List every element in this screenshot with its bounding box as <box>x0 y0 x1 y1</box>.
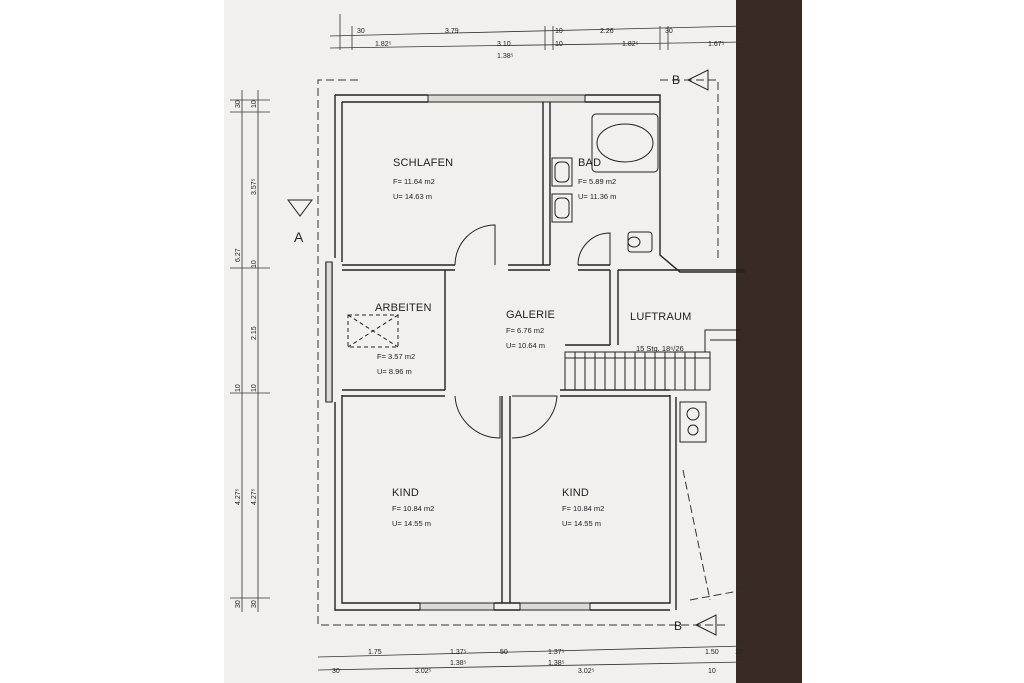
top-dim-10: 1.67⁵ <box>708 41 725 48</box>
room-galerie-name: GALERIE <box>506 309 555 321</box>
left-dim-6: 10 <box>251 100 258 108</box>
room-kind-left-perimeter: U= 14.55 m <box>392 519 431 528</box>
left-dim-3: 10 <box>235 384 242 392</box>
room-galerie-perimeter: U= 10.64 m <box>506 341 545 350</box>
top-dim-9: 1.82⁵ <box>622 41 639 48</box>
room-bad-name: BAD <box>578 157 601 169</box>
room-luftraum-name: LUFTRAUM <box>630 311 692 323</box>
stairs-note: 15 Stg. 18⁶/26 <box>636 344 684 353</box>
left-dimension-lines <box>230 90 270 612</box>
bottom-dim-7: 30 <box>332 668 340 675</box>
bath-fixtures <box>551 113 659 253</box>
bottom-dim-9: 1.38⁵ <box>450 660 467 667</box>
room-galerie-area: F= 6.76 m2 <box>506 326 544 335</box>
room-kind-right-area: F= 10.84 m2 <box>562 504 604 513</box>
room-kind-left-name: KIND <box>392 487 419 499</box>
bottom-dim-10: 1.38⁵ <box>548 660 565 667</box>
bottom-dim-12: 10 <box>708 668 716 675</box>
room-bad-perimeter: U= 11.36 m <box>578 192 616 201</box>
left-dim-11: 4.27⁵ <box>251 488 258 505</box>
section-marker-b-top <box>686 69 709 91</box>
room-arbeiten-name: ARBEITEN <box>375 302 432 314</box>
room-schlafen-area: F= 11.64 m2 <box>393 177 435 186</box>
section-marker-a <box>287 199 313 217</box>
top-dim-3: 10 <box>555 28 563 35</box>
top-dim-4: 2.26 <box>600 28 614 35</box>
left-dim-9: 2.15 <box>251 326 258 340</box>
bottom-dim-6: 17 <box>735 649 743 656</box>
top-dim-7: 3.10 <box>497 41 511 48</box>
room-schlafen-perimeter: U= 14.63 m <box>393 192 432 201</box>
left-dim-12: 30 <box>251 600 258 608</box>
room-kind-right-perimeter: U= 14.55 m <box>562 519 601 528</box>
room-arbeiten-area: F= 3.57 m2 <box>377 352 415 361</box>
bottom-dim-1: 1.75 <box>368 649 382 656</box>
room-bad-area: F= 5.89 m2 <box>578 177 616 186</box>
room-kind-left-area: F= 10.84 m2 <box>392 504 434 513</box>
interior-walls <box>342 102 745 603</box>
left-dim-4: 4.27⁵ <box>235 488 242 505</box>
room-kind-right-name: KIND <box>562 487 589 499</box>
paper-sheet <box>224 0 744 683</box>
roof-outline <box>317 79 745 626</box>
top-dim-8: 10 <box>555 41 563 48</box>
windows <box>325 94 591 611</box>
bottom-dim-8: 3.02⁵ <box>415 668 432 675</box>
bottom-dimension-lines <box>317 645 746 671</box>
room-schlafen-name: SCHLAFEN <box>393 157 453 169</box>
section-b-top-label: B <box>672 73 680 87</box>
left-dim-10: 10 <box>251 384 258 392</box>
bottom-dim-11: 3.02⁵ <box>578 668 595 675</box>
left-dim-5: 30 <box>235 600 242 608</box>
desk-icon <box>347 314 399 348</box>
section-b-bottom-label: B <box>674 619 682 633</box>
top-dim-sub: 1.38⁵ <box>497 53 514 60</box>
top-dim-6: 1.82⁵ <box>375 41 392 48</box>
bottom-dim-3: 50 <box>500 649 508 656</box>
top-dim-5: 30 <box>665 28 673 35</box>
exterior-walls <box>325 94 745 611</box>
left-dim-2: 6.27 <box>235 248 242 262</box>
top-dim-1: 30 <box>357 28 365 35</box>
stairs <box>564 329 742 391</box>
top-dim-2: 3.79 <box>445 28 459 35</box>
top-dimension-lines <box>329 14 746 50</box>
section-a-label: A <box>294 229 304 245</box>
left-dim-1: 30 <box>235 100 242 108</box>
dark-edge <box>736 0 802 683</box>
bottom-dim-2: 1.37⁵ <box>450 649 467 656</box>
room-arbeiten-perimeter: U= 8.96 m <box>377 367 412 376</box>
bottom-dim-4: 1.37⁵ <box>548 649 565 656</box>
door-swings <box>454 224 611 439</box>
stove-icon <box>679 401 707 443</box>
bottom-dim-5: 1.50 <box>705 649 719 656</box>
left-dim-7: 3.57⁵ <box>251 178 258 195</box>
left-dim-8: 10 <box>251 260 258 268</box>
section-marker-b-bottom <box>694 614 717 636</box>
